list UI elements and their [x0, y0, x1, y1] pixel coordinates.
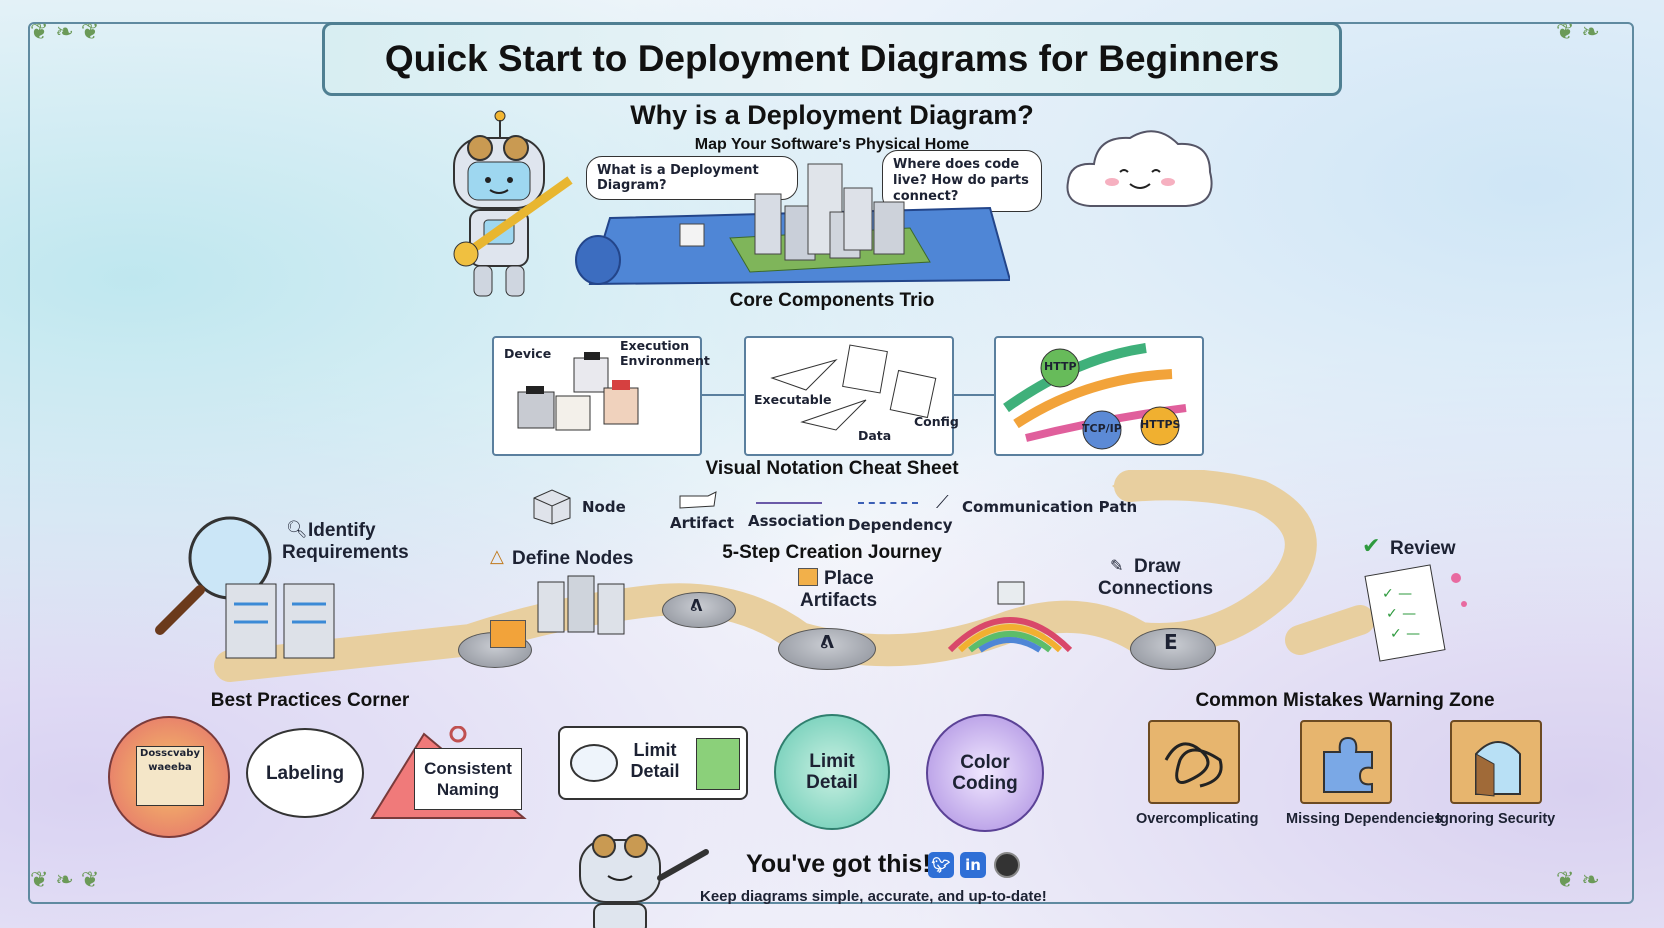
node-cubes-icon: [517, 352, 639, 431]
dependency-arrow-icon: [858, 502, 918, 504]
step-place-artifacts: Place Artifacts: [800, 568, 878, 611]
artifact-box-icon: [490, 620, 526, 648]
svg-text:✓ —: ✓ —: [1390, 626, 1420, 642]
mistake-missing-dependencies: Missing Dependencies: [1286, 811, 1443, 827]
vine-bottom-left-icon: ❦ ❧ ❦: [30, 868, 100, 893]
box-connector: [954, 394, 994, 396]
artifacts-box: Executable Data Config: [744, 336, 959, 456]
limit-detail-text-1: Limit Detail: [630, 740, 680, 781]
step-stone-4: [1130, 628, 1216, 670]
communication-arrows-icon: [1003, 343, 1187, 450]
note-icon: [696, 738, 740, 790]
notation-communication-path: Communication Path: [962, 498, 1138, 516]
svg-text:✓ —: ✓ —: [1382, 586, 1412, 602]
notation-artifact: Artifact: [670, 514, 735, 532]
overcomplicating-sign: [1148, 720, 1240, 804]
checklist-scroll-icon: ✓ — ✓ — ✓ —: [1364, 564, 1467, 662]
labeling-text: Labeling: [265, 762, 345, 784]
cheer-text: You've got this!: [746, 850, 931, 878]
footer-tagline: Keep diagrams simple, accurate, and up-t…: [700, 888, 1047, 905]
limit-detail-card: Limit Detail: [558, 726, 748, 800]
https-label: HTTPS: [1140, 418, 1181, 431]
communication-path-icon: ⟋: [936, 492, 949, 513]
speech-bubble-right: Where does code live? How do parts conne…: [882, 150, 1042, 212]
stone-mark-2: ᕕ: [820, 632, 834, 653]
artifact-notation-icon: [679, 491, 717, 509]
cloud-mascot-icon: [1066, 130, 1213, 207]
color-coding-text: Color Coding: [952, 752, 1018, 794]
config-label: Config: [914, 414, 959, 429]
step-define-nodes: Define Nodes: [512, 548, 634, 569]
color-coding-badge: Color Coding: [926, 714, 1044, 832]
robot-pointing-icon: [579, 834, 709, 928]
checkmark-icon: ✔: [1362, 534, 1381, 559]
server-cluster-icon: [537, 575, 625, 635]
step-stone-2: [662, 592, 736, 628]
robot-mascot-icon: [453, 110, 573, 297]
artifact-documents-icon: [770, 344, 937, 431]
tangled-lines-icon: [1164, 742, 1223, 788]
tcpip-label: TCP/IP: [1082, 422, 1122, 435]
communication-paths-box: HTTP TCP/IP HTTPS: [994, 336, 1204, 456]
pencil-icon: ✎: [1110, 556, 1124, 575]
execution-environment-label: Execution Environment: [620, 338, 710, 368]
title-plate: Quick Start to Deployment Diagrams for B…: [322, 22, 1342, 96]
blueprint-city-illustration: [575, 163, 1010, 286]
intro-subheading: Map Your Software's Physical Home: [694, 136, 970, 153]
puzzle-piece-icon: [1323, 736, 1373, 793]
page-title: Quick Start to Deployment Diagrams for B…: [384, 38, 1280, 79]
limit-detail-badge: Limit Detail: [774, 714, 890, 830]
vine-top-left-icon: ❦ ❧ ❦: [30, 20, 100, 45]
mistake-overcomplicating: Overcomplicating: [1136, 811, 1259, 827]
rainbow-bridge-icon: [947, 581, 1073, 653]
step-review: Review: [1390, 538, 1456, 559]
nodes-box: Device Execution Environment: [492, 336, 710, 456]
notation-heading: Visual Notation Cheat Sheet: [705, 458, 959, 479]
consistent-naming-text: Consistent Naming: [414, 748, 522, 810]
limit-detail-text-2: Limit Detail: [806, 751, 858, 793]
stone-mark-3: E: [1164, 630, 1178, 654]
linkedin-icon[interactable]: in: [960, 852, 986, 878]
box-connector: [702, 394, 744, 396]
journey-heading: 5-Step Creation Journey: [722, 542, 942, 563]
device-label: Device: [504, 346, 552, 361]
missing-dependencies-sign: [1300, 720, 1392, 804]
step-identify-requirements: Identify Requirements: [282, 520, 409, 563]
notation-dependency: Dependency: [848, 516, 953, 534]
data-label: Data: [858, 428, 892, 443]
twitter-icon[interactable]: 🐦︎: [928, 852, 954, 878]
consistent-naming-tent: Consistent Naming: [368, 726, 528, 824]
node-notation-icon: [533, 489, 571, 525]
chat-bubble-icon: [570, 744, 618, 782]
stone-mark-1: ᕕ: [690, 596, 703, 615]
speech-bubble-left: What is a Deployment Diagram?: [586, 156, 798, 200]
mistakes-heading: Common Mistakes Warning Zone: [1195, 690, 1495, 711]
ignoring-security-sign: [1450, 720, 1542, 804]
vine-top-right-icon: ❦ ❧: [1556, 20, 1600, 45]
step-stone-3: [778, 628, 876, 670]
magnifier-servers-illustration: [155, 516, 335, 659]
open-door-icon: [1475, 741, 1521, 797]
documentation-badge: Dosscvaby waeeba: [108, 716, 230, 838]
search-icon: 🔍︎: [286, 520, 308, 540]
vine-bottom-right-icon: ❦ ❧: [1556, 868, 1600, 893]
step-draw-connections: Draw Connections: [1098, 556, 1214, 599]
notation-node: Node: [582, 498, 626, 516]
svg-text:✓ —: ✓ —: [1386, 606, 1416, 622]
badge-scribble-text: Dosscvaby waeeba: [136, 746, 204, 806]
github-icon[interactable]: [994, 852, 1020, 878]
association-line-icon: [756, 502, 822, 504]
http-label: HTTP: [1044, 360, 1077, 373]
executable-label: Executable: [754, 392, 832, 407]
mistake-ignoring-security: Ignoring Security: [1436, 811, 1556, 827]
warning-triangle-icon: △: [490, 546, 504, 567]
notation-association: Association: [748, 512, 846, 530]
core-heading: Core Components Trio: [729, 290, 935, 311]
intro-heading: Why is a Deployment Diagram?: [630, 100, 1034, 130]
artifact-box-small-icon: [798, 568, 818, 586]
best-practices-heading: Best Practices Corner: [210, 690, 410, 711]
labeling-bubble: Labeling: [246, 728, 364, 818]
